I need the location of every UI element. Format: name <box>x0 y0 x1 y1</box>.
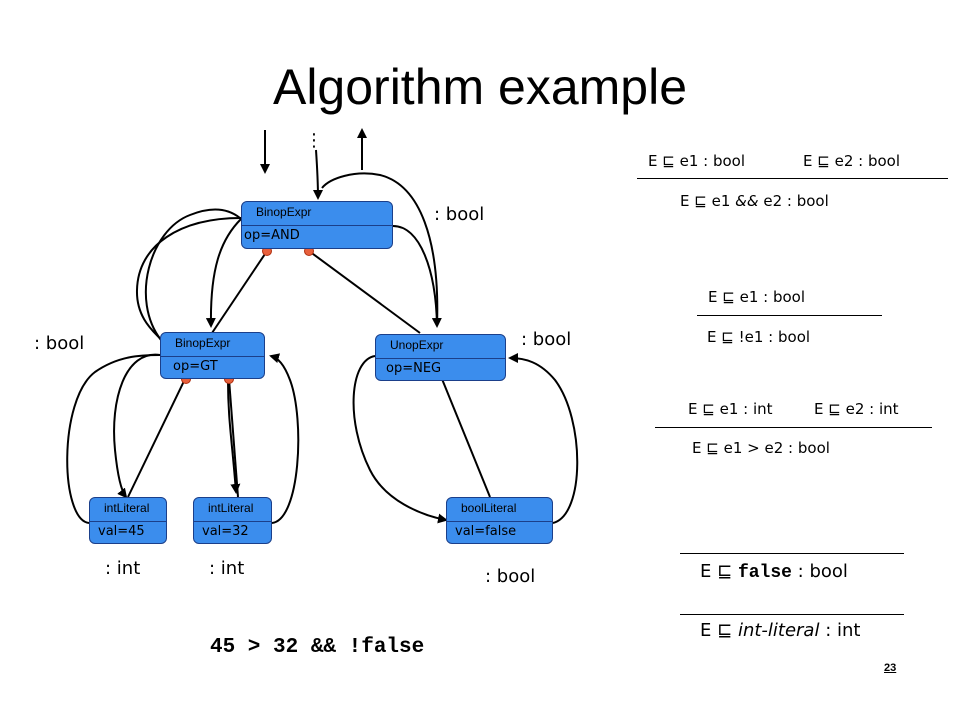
premise: e1 : bool <box>739 288 806 306</box>
type-label-root: : bool <box>434 204 485 225</box>
premise: e1 : bool <box>679 152 746 170</box>
false-literal: false <box>737 563 792 583</box>
node-unop-neg[interactable]: UnopExpr op=NEG <box>375 334 506 381</box>
rule-bar <box>680 614 904 615</box>
conclusion-lhs: e1 <box>711 192 736 210</box>
traverse-root-up <box>321 172 439 327</box>
page-number: 23 <box>884 662 897 674</box>
traverse-root-neg <box>392 225 442 328</box>
env: E <box>700 620 712 641</box>
env: E <box>708 288 718 306</box>
node-attr: op=GT <box>173 358 218 374</box>
node-kind: BinopExpr <box>161 333 264 357</box>
rule-bar <box>655 427 932 428</box>
traverse-down-root <box>312 149 323 200</box>
traverse-int32-up <box>269 353 300 524</box>
type-label-gt: : bool <box>34 333 85 354</box>
traverse-gt-int32 <box>227 379 241 494</box>
turnstile-icon: ⊑ <box>817 152 830 170</box>
node-boolliteral[interactable]: boolLiteral val=false <box>446 497 553 544</box>
conclusion-op: && <box>735 192 759 210</box>
node-kind: intLiteral <box>194 498 271 522</box>
turnstile-icon: ⊑ <box>721 328 734 346</box>
turnstile-icon: ⊑ <box>694 192 707 210</box>
env: E <box>803 152 813 170</box>
node-attr: op=NEG <box>386 360 442 376</box>
node-attr: val=45 <box>98 523 145 539</box>
node-intliteral-45[interactable]: intLiteral val=45 <box>89 497 167 544</box>
node-attr: val=32 <box>202 523 249 539</box>
traverse-int45-up <box>66 354 161 524</box>
premise: e2 : bool <box>834 152 901 170</box>
conclusion: !e1 : bool <box>738 328 811 346</box>
turnstile-icon: ⊑ <box>706 439 719 457</box>
type-label-boollit: : bool <box>485 566 536 587</box>
rule-bar <box>637 178 948 179</box>
env: E <box>692 439 702 457</box>
node-binop-gt[interactable]: BinopExpr op=GT <box>160 332 265 379</box>
node-kind: intLiteral <box>90 498 166 522</box>
turnstile-icon: ⊑ <box>828 400 841 418</box>
node-intliteral-32[interactable]: intLiteral val=32 <box>193 497 272 544</box>
conclusion-rhs: e2 : bool <box>758 192 829 210</box>
edge-gt-int32 <box>228 378 239 498</box>
source-expression: 45 > 32 && !false <box>210 636 425 659</box>
traverse-root-gt <box>135 217 242 341</box>
traverse-gt-root <box>144 208 241 341</box>
type-label-int32: : int <box>209 558 245 579</box>
node-binop-and[interactable]: BinopExpr op=AND <box>241 201 393 249</box>
conclusion-lhs: e1 <box>723 439 748 457</box>
edge-gt-int45 <box>127 378 186 498</box>
int-literal-term: int-literal <box>737 620 820 641</box>
edge-neg-bool <box>441 378 491 498</box>
node-kind: BinopExpr <box>242 202 392 226</box>
env: E <box>814 400 824 418</box>
node-kind: boolLiteral <box>447 498 552 522</box>
premise: e1 : int <box>719 400 773 418</box>
conclusion-type: : bool <box>791 561 848 582</box>
edge-root-gt <box>211 250 268 334</box>
traverse-gt-int45 <box>113 353 161 499</box>
edge-root-neg <box>308 250 421 334</box>
traverse-neg-bool <box>352 355 448 524</box>
traverse-bool-up <box>508 353 579 524</box>
node-attr: val=false <box>455 523 517 539</box>
traverse-down-gt <box>205 218 242 328</box>
env: E <box>707 328 717 346</box>
node-kind: UnopExpr <box>376 335 505 359</box>
conclusion-type: : int <box>819 620 861 641</box>
env: E <box>648 152 658 170</box>
rule-bar <box>680 553 904 554</box>
ellipsis: ⋮ <box>305 130 323 151</box>
turnstile-icon: ⊑ <box>722 288 735 306</box>
turnstile-icon: ⊑ <box>717 561 733 582</box>
premise: e2 : int <box>845 400 899 418</box>
node-attr: op=AND <box>244 228 300 243</box>
env: E <box>688 400 698 418</box>
turnstile-icon: ⊑ <box>702 400 715 418</box>
slide-title: Algorithm example <box>272 59 688 115</box>
type-label-int45: : int <box>105 558 141 579</box>
env: E <box>680 192 690 210</box>
conclusion-rhs: e2 : bool <box>759 439 830 457</box>
turnstile-icon: ⊑ <box>717 620 733 641</box>
conclusion-op: > <box>747 439 760 457</box>
env: E <box>700 561 712 582</box>
type-label-neg: : bool <box>521 329 572 350</box>
turnstile-icon: ⊑ <box>662 152 675 170</box>
rule-bar <box>697 315 882 316</box>
